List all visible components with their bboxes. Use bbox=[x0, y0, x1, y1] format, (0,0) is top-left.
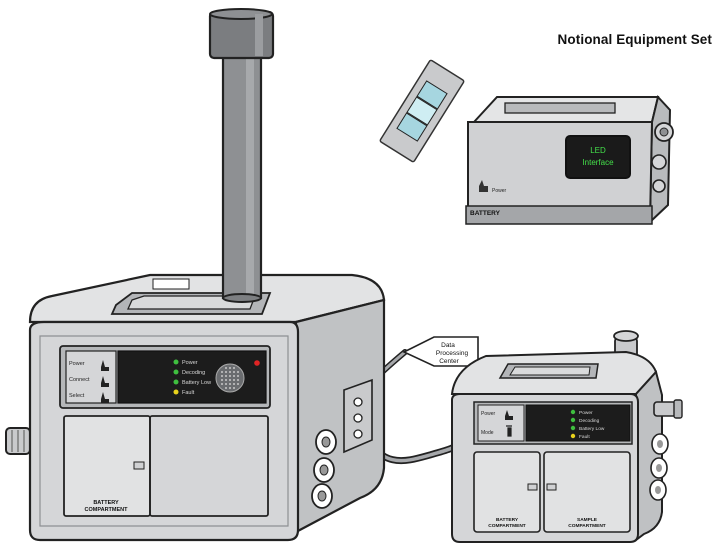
power-led-icon bbox=[570, 409, 576, 415]
battery-box: LED Interface Power BATTERY bbox=[465, 94, 674, 225]
speaker-grille-icon bbox=[215, 363, 245, 393]
large-battery-label-1: BATTERY bbox=[93, 500, 119, 506]
small-unit-sample-compartment bbox=[543, 451, 631, 533]
data-processing-center-label: Data Processing Center bbox=[402, 336, 479, 367]
small-unit: Power Mode Power Decoding Battery Low Fa… bbox=[450, 330, 683, 543]
decoding-led-icon bbox=[173, 369, 179, 375]
data-center-line3: Center bbox=[439, 358, 459, 365]
large-unit: Power Connect Select Power Decoding Batt… bbox=[5, 273, 386, 542]
intake-stack bbox=[208, 8, 275, 303]
small-unit-status-label: Decoding bbox=[579, 418, 600, 424]
sample-label-1: SAMPLE bbox=[577, 517, 598, 523]
led-interface-screen bbox=[565, 135, 631, 179]
large-battery-label-2: COMPARTMENT bbox=[85, 507, 129, 513]
small-unit-button-label: Power bbox=[481, 411, 496, 417]
remote-device bbox=[379, 59, 465, 163]
large-unit-status-label: Battery Low bbox=[182, 380, 211, 386]
select-hand-icon[interactable] bbox=[101, 392, 109, 403]
small-unit-battery-compartment bbox=[473, 451, 541, 533]
sample-label-2: COMPARTMENT bbox=[568, 523, 606, 529]
port-icon bbox=[353, 429, 363, 439]
large-unit-status-label: Decoding bbox=[182, 370, 205, 376]
battery-low-led-icon bbox=[173, 379, 179, 385]
large-unit-status-label: Power bbox=[182, 360, 198, 366]
battery-box-power-label: Power bbox=[492, 188, 507, 194]
decoding-led-icon bbox=[570, 417, 576, 423]
mode-switch-icon[interactable] bbox=[506, 425, 512, 437]
small-unit-status-label: Battery Low bbox=[579, 426, 605, 432]
battery-low-led-icon bbox=[570, 425, 576, 431]
power-hand-icon[interactable] bbox=[505, 410, 513, 420]
power-hand-icon bbox=[479, 180, 488, 192]
speaker-holes bbox=[221, 367, 239, 389]
large-unit-button-label: Select bbox=[69, 393, 85, 399]
large-unit-button-label: Connect bbox=[69, 377, 90, 383]
port-icon bbox=[353, 413, 363, 423]
fault-led-icon bbox=[570, 433, 576, 439]
small-unit-status-panel bbox=[525, 404, 631, 442]
large-unit-status-label: Fault bbox=[182, 390, 195, 396]
small-battery-label-1: BATTERY bbox=[496, 517, 519, 523]
port-icon bbox=[353, 397, 363, 407]
data-center-line2: Processing bbox=[436, 350, 469, 357]
battery-box-label: BATTERY bbox=[470, 210, 501, 217]
small-unit-status-label: Power bbox=[579, 410, 593, 416]
data-center-line1: Data bbox=[441, 342, 455, 349]
small-battery-label-2: COMPARTMENT bbox=[488, 523, 526, 529]
connect-hand-icon[interactable] bbox=[101, 376, 109, 387]
indicator-led-red-icon bbox=[254, 360, 260, 366]
power-led-icon bbox=[173, 359, 179, 365]
small-unit-button-label: Mode bbox=[481, 430, 494, 436]
power-hand-icon[interactable] bbox=[101, 360, 109, 371]
diagram-title: Notional Equipment Set bbox=[557, 32, 712, 47]
interface-label: Interface bbox=[582, 158, 614, 167]
large-unit-button-label: Power bbox=[69, 361, 85, 367]
side-connectors bbox=[311, 429, 337, 509]
led-label: LED bbox=[590, 146, 606, 155]
small-unit-side-knobs bbox=[649, 399, 683, 501]
small-unit-status-label: Fault bbox=[579, 434, 590, 440]
fault-led-icon bbox=[173, 389, 179, 395]
